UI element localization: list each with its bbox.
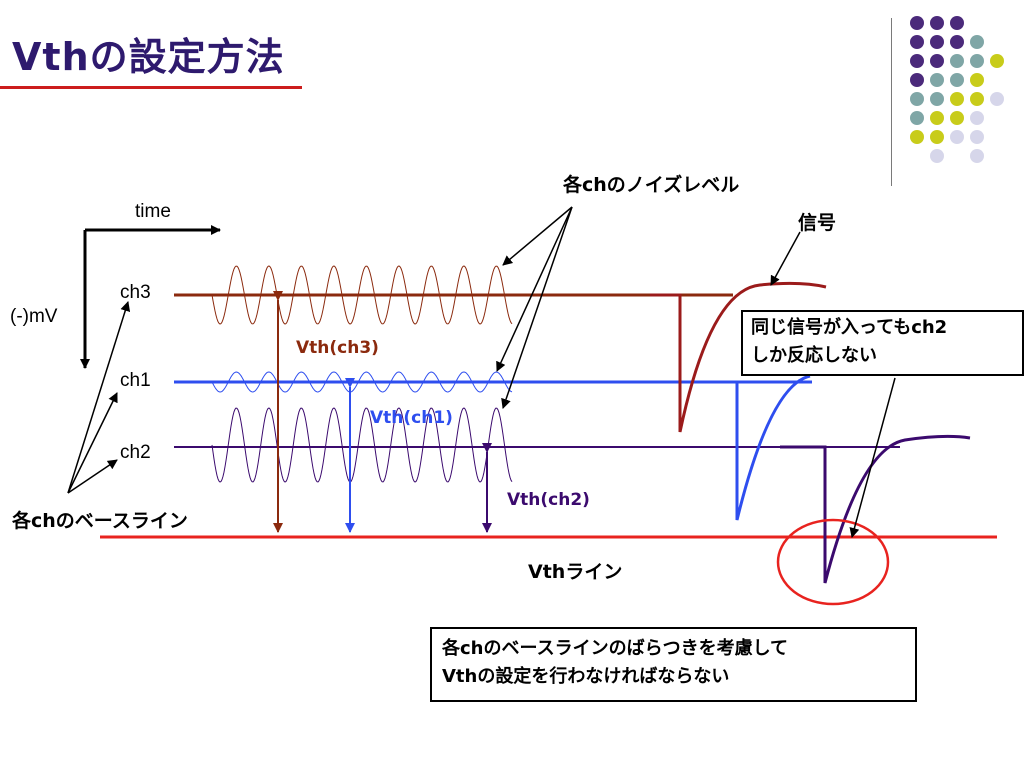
decor-dot — [910, 73, 924, 87]
time-axis-label: time — [135, 201, 171, 222]
decor-dot — [990, 54, 1004, 68]
decor-dot — [970, 92, 984, 106]
decor-dot — [970, 54, 984, 68]
callout-pointer — [849, 377, 896, 538]
channel-label-ch2: ch2 — [120, 442, 151, 463]
decor-dot — [930, 73, 944, 87]
decor-dot — [910, 111, 924, 125]
baseline-pointer-ch3 — [67, 301, 131, 494]
callout-only-ch2: 同じ信号が入ってもch2 しか反応しない — [741, 310, 1024, 376]
vth-ch2-label: Vth(ch2) — [507, 490, 590, 510]
decor-dot — [950, 111, 964, 125]
callout-only-ch2-line2: しか反応しない — [751, 345, 877, 366]
signal-ch2 — [780, 434, 971, 584]
decor-dot — [950, 16, 964, 30]
decor-dot — [970, 111, 984, 125]
decor-dot — [930, 130, 944, 144]
signal-pointer — [770, 231, 801, 286]
decor-dot — [950, 130, 964, 144]
decor-dot — [950, 92, 964, 106]
channel-label-ch3: ch3 — [120, 282, 151, 303]
decor-dot — [910, 92, 924, 106]
decor-dot — [930, 16, 944, 30]
note-line1: 各chのベースラインのばらつきを考慮して — [442, 638, 789, 659]
baseline-pointer-ch1 — [67, 392, 118, 494]
signal-ch1 — [700, 374, 811, 521]
noise-wave-ch1 — [211, 371, 513, 393]
signal-label: 信号 — [798, 212, 837, 234]
decor-dot — [910, 130, 924, 144]
decor-dot — [930, 35, 944, 49]
callout-only-ch2-line1: 同じ信号が入ってもch2 — [751, 317, 948, 338]
highlight-ellipse — [776, 518, 890, 606]
baseline-pointer-ch2 — [67, 459, 118, 494]
decor-divider — [891, 18, 892, 186]
decor-dot — [930, 54, 944, 68]
decor-dot — [970, 130, 984, 144]
noise-pointer-ch3 — [502, 206, 573, 266]
decor-dot — [950, 35, 964, 49]
channel-label-ch1: ch1 — [120, 370, 151, 391]
noise-pointer-ch1 — [496, 206, 573, 372]
vth-ch1-label: Vth(ch1) — [370, 408, 453, 428]
note-box: 各chのベースラインのばらつきを考慮して Vthの設定を行わなければならない — [430, 627, 917, 702]
title-underline — [0, 86, 302, 89]
noise-pointer-ch2 — [501, 206, 573, 409]
vth-ch3-label: Vth(ch3) — [296, 338, 379, 358]
decor-dot — [910, 16, 924, 30]
note-line2: Vthの設定を行わなければならない — [442, 666, 730, 687]
noise-wave-ch2 — [211, 407, 513, 483]
decor-dot — [930, 111, 944, 125]
decor-dot — [910, 54, 924, 68]
decor-dot — [970, 73, 984, 87]
vth-line-label: Vthライン — [528, 561, 623, 583]
decor-dot — [930, 92, 944, 106]
decor-dot — [950, 54, 964, 68]
decor-dot — [970, 149, 984, 163]
voltage-axis-label: (-)mV — [10, 306, 58, 327]
noise-wave-ch3 — [211, 265, 513, 325]
page-title: Vthの設定方法 — [12, 35, 285, 79]
baseline-label: 各chのベースライン — [12, 510, 188, 532]
decor-dot — [990, 92, 1004, 106]
decor-dot — [930, 149, 944, 163]
signal-ch3 — [650, 281, 827, 433]
noise-level-label: 各chのノイズレベル — [563, 174, 740, 196]
decor-dot — [970, 35, 984, 49]
decor-dot — [950, 73, 964, 87]
decor-dot — [910, 35, 924, 49]
